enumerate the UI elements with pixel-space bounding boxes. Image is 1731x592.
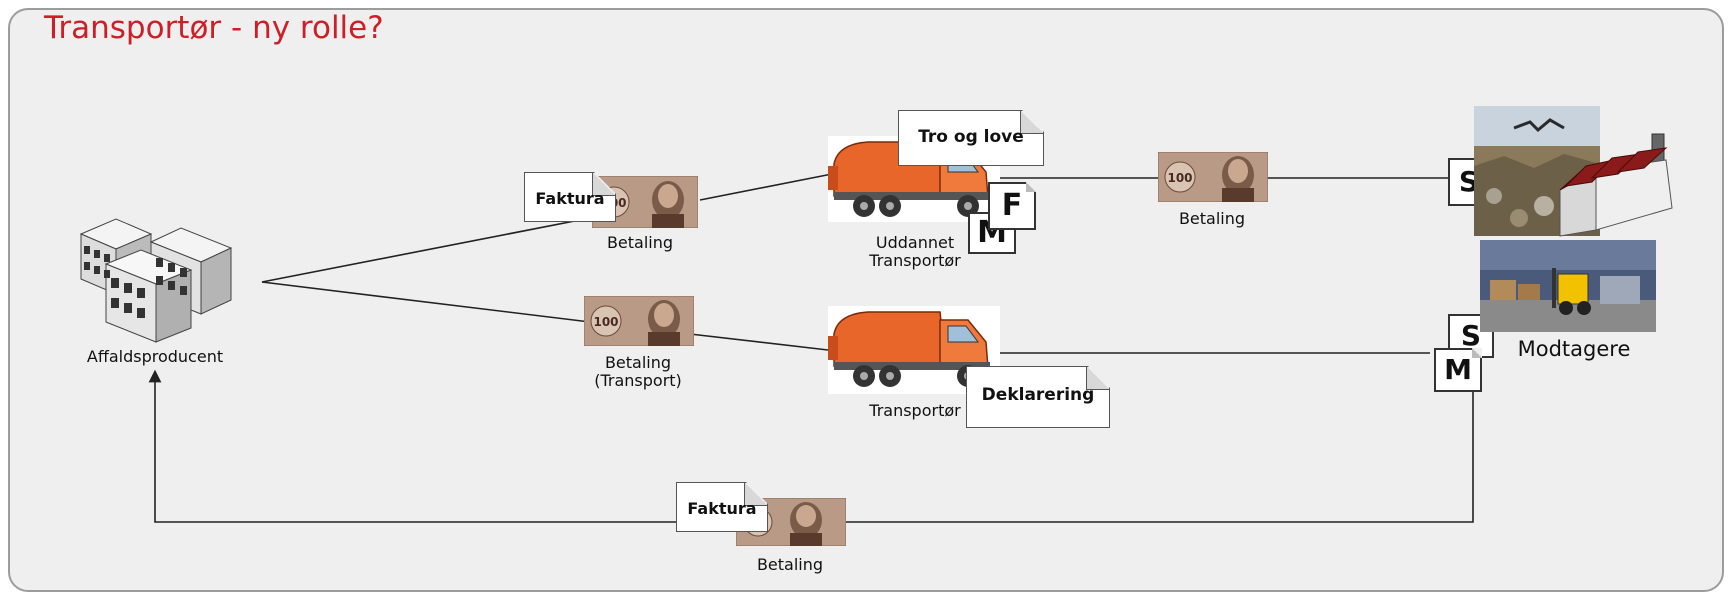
trained-transporter-label: Uddannet Transportør	[850, 234, 980, 270]
faktura-top-text: Faktura	[535, 189, 605, 208]
banknote-icon: 100	[1158, 152, 1268, 202]
line-top-payment-to-trained-truck	[699, 173, 833, 201]
producer-label: Affaldsproducent	[86, 347, 224, 366]
deklarering-text: Deklarering	[981, 385, 1095, 405]
line-producer-to-mid-payment	[261, 281, 591, 323]
svg-text:100: 100	[1167, 171, 1192, 185]
payment-label-bottom: Betaling	[756, 555, 824, 574]
line-producer-to-top-payment	[261, 217, 591, 283]
trained-transporter-text: Uddannet Transportør	[869, 233, 961, 270]
garbage-truck-icon	[828, 306, 1000, 394]
transporter-label: Transportør	[869, 401, 961, 420]
receivers-label: Modtagere	[1517, 337, 1631, 361]
banknote-icon	[736, 498, 846, 546]
deklarering-document: Deklarering	[966, 366, 1110, 428]
m-document-icon: M	[968, 212, 1016, 254]
faktura-document-top: Faktura	[524, 172, 616, 222]
diagram-panel	[8, 8, 1724, 592]
line-mid-payment-to-truck	[689, 333, 829, 351]
tro-og-love-document: Tro og love	[898, 110, 1044, 166]
payment-label-middle: Betaling (Transport)	[576, 354, 700, 390]
tro-og-love-text: Tro og love	[918, 127, 1024, 147]
f-document-icon: F	[988, 182, 1036, 230]
warehouse-photo	[1480, 240, 1656, 332]
factory-icon	[1559, 133, 1673, 237]
payment-middle-text: Betaling (Transport)	[594, 353, 682, 390]
banknote-icon: 100	[584, 296, 694, 346]
building-icon	[79, 218, 233, 343]
diagram-title: Transportør - ny rolle?	[44, 10, 384, 46]
m-document-icon-receivers: M	[1434, 348, 1482, 392]
payment-label-top-left: Betaling	[606, 233, 674, 252]
faktura-bottom-text: Faktura	[687, 499, 757, 518]
payment-label-top-right: Betaling	[1178, 209, 1246, 228]
svg-text:100: 100	[593, 315, 618, 329]
